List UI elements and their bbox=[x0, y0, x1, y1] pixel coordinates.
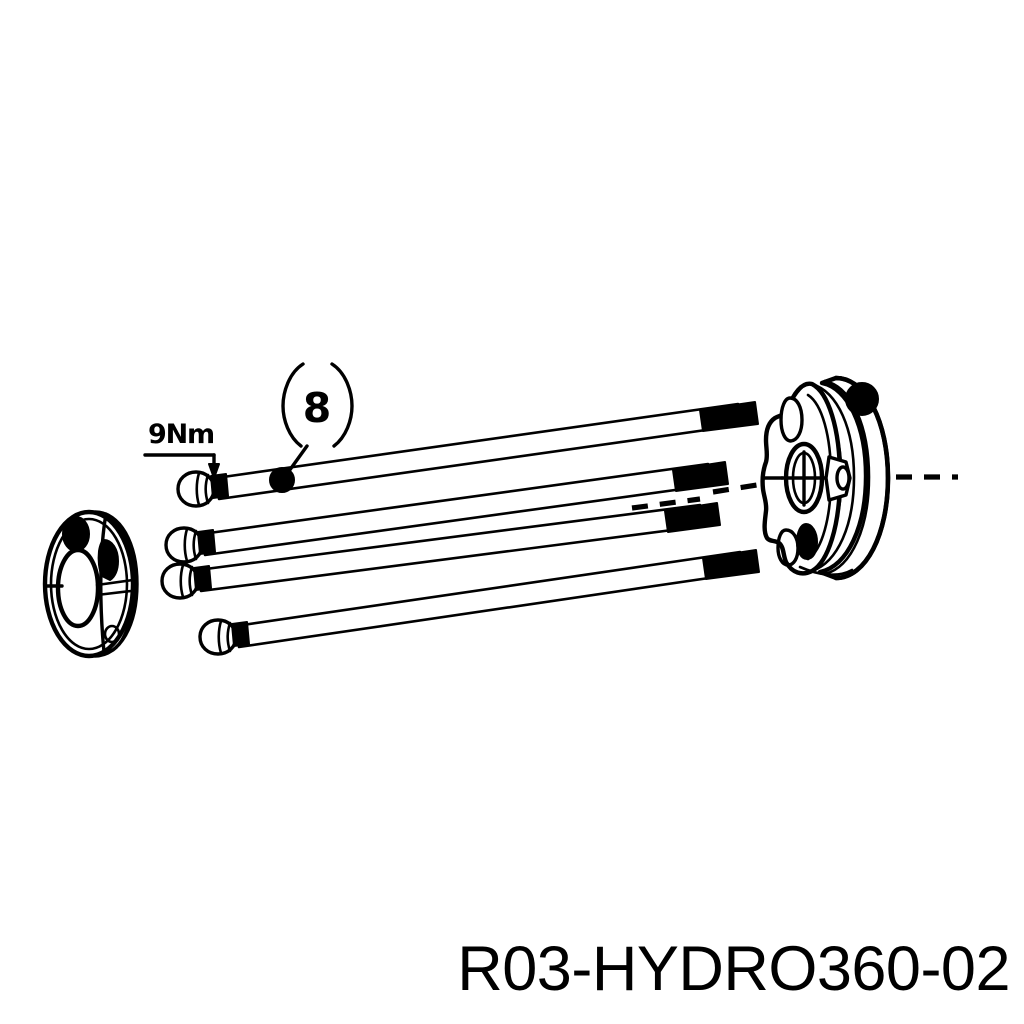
bolt-2-head-facet-a-icon bbox=[183, 527, 189, 563]
collar-split-seam-2-icon bbox=[95, 578, 135, 587]
bolt-1-head-facet-a-icon bbox=[195, 471, 201, 507]
hub-flange bbox=[760, 375, 891, 581]
collar-bolt-hole-small-icon bbox=[103, 624, 121, 644]
bolt-2-tip-icon bbox=[672, 461, 729, 492]
bolt-4 bbox=[198, 549, 760, 656]
bolt-4-shoulder-icon bbox=[231, 621, 250, 647]
hub-bolt-hole-lower-filled-icon bbox=[796, 523, 818, 560]
collar-center-bore-icon bbox=[55, 547, 101, 629]
hub-bolt-hole-upper-icon bbox=[779, 396, 804, 443]
item-callout-8: 8 bbox=[269, 362, 354, 493]
bolt-4-head-facet-a-icon bbox=[217, 619, 223, 655]
hub-bottom-lip-icon bbox=[798, 565, 854, 576]
collar-inner-rim-icon bbox=[49, 517, 129, 651]
bolt-3-head-facet-b-icon bbox=[188, 565, 194, 597]
torque-callout: 9Nm bbox=[143, 419, 220, 479]
callout-number-label: 8 bbox=[303, 384, 332, 432]
bolt-4-head-facet-b-icon bbox=[226, 621, 232, 653]
hub-rim-band-2-icon bbox=[810, 382, 856, 573]
bolt-3-head-facet-a-icon bbox=[179, 563, 185, 599]
collar-split-seam-icon bbox=[99, 512, 108, 654]
callout-bracket-left-icon bbox=[281, 362, 305, 448]
bolt-set bbox=[160, 401, 760, 656]
centerline-left-icon bbox=[631, 496, 701, 511]
hub-body-bolt-hole-icon bbox=[845, 382, 879, 416]
bolt-1 bbox=[176, 401, 759, 508]
bolt-3-tip-icon bbox=[664, 502, 721, 533]
bolt-2 bbox=[164, 461, 729, 564]
torque-label: 9Nm bbox=[148, 419, 214, 450]
bolt-1-tip-icon bbox=[699, 401, 759, 432]
torque-arrowhead-icon bbox=[208, 463, 220, 479]
bolt-4-tip-icon bbox=[702, 549, 760, 580]
part-number-label: R03-HYDRO360-02 bbox=[457, 934, 1010, 1004]
bolt-1-shoulder-icon bbox=[210, 473, 229, 499]
hub-bolt-hole-lower-outline-icon bbox=[776, 528, 800, 567]
bolt-2-head-facet-b-icon bbox=[192, 529, 198, 561]
bolt-2-shoulder-icon bbox=[197, 529, 216, 555]
bolt-3 bbox=[160, 502, 721, 600]
callout-leader-dot-icon bbox=[269, 467, 295, 493]
collar-seam-lower-icon bbox=[95, 589, 133, 597]
hub-hex-plug-hole-icon bbox=[835, 465, 851, 491]
callout-bracket-right-icon bbox=[330, 362, 354, 448]
bolt-3-shoulder-icon bbox=[193, 565, 212, 591]
bolt-1-head-facet-b-icon bbox=[204, 473, 210, 505]
collar-bolt-hole-filled-icon bbox=[62, 516, 90, 552]
split-collar bbox=[42, 509, 139, 659]
